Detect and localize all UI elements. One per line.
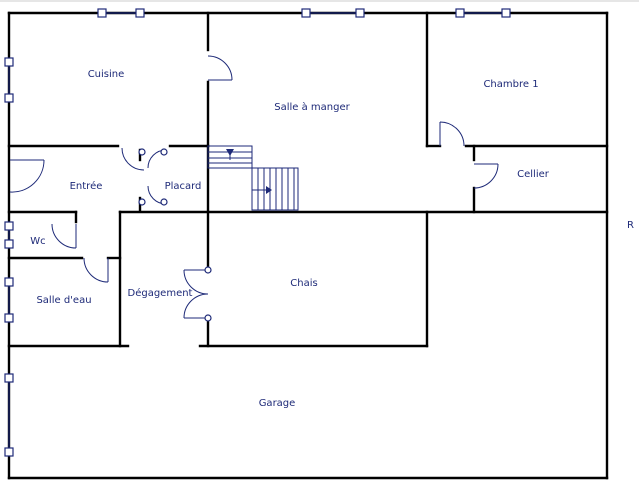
label-salle-a-manger: Salle à manger bbox=[274, 101, 350, 113]
edge-text: R bbox=[627, 220, 634, 231]
windows bbox=[4, 8, 511, 457]
staircase bbox=[207, 145, 299, 211]
door-entree-top bbox=[121, 147, 145, 171]
label-placard: Placard bbox=[165, 181, 202, 192]
label-chambre-1: Chambre 1 bbox=[483, 79, 538, 90]
door-wc bbox=[51, 223, 77, 249]
label-salle-d-eau: Salle d'eau bbox=[36, 295, 91, 306]
label-chais: Chais bbox=[290, 278, 317, 289]
door-degagement bbox=[183, 269, 209, 319]
label-cellier: Cellier bbox=[517, 169, 550, 180]
top-border bbox=[0, 0, 639, 2]
door-cellier bbox=[473, 163, 499, 189]
door-chambre bbox=[439, 121, 465, 147]
label-degagement: Dégagement bbox=[128, 287, 193, 299]
interior-walls bbox=[7, 11, 609, 348]
door-entree bbox=[9, 159, 45, 193]
room-labels: Cuisine Salle à manger Chambre 1 Entrée … bbox=[30, 69, 634, 409]
door-salle-eau bbox=[83, 257, 109, 283]
door-placard bbox=[147, 149, 167, 205]
label-entree: Entrée bbox=[70, 180, 103, 192]
label-cuisine: Cuisine bbox=[88, 69, 125, 80]
doors bbox=[9, 55, 499, 322]
label-wc: Wc bbox=[30, 236, 45, 247]
label-garage: Garage bbox=[259, 398, 296, 409]
door-cuisine bbox=[207, 55, 233, 81]
